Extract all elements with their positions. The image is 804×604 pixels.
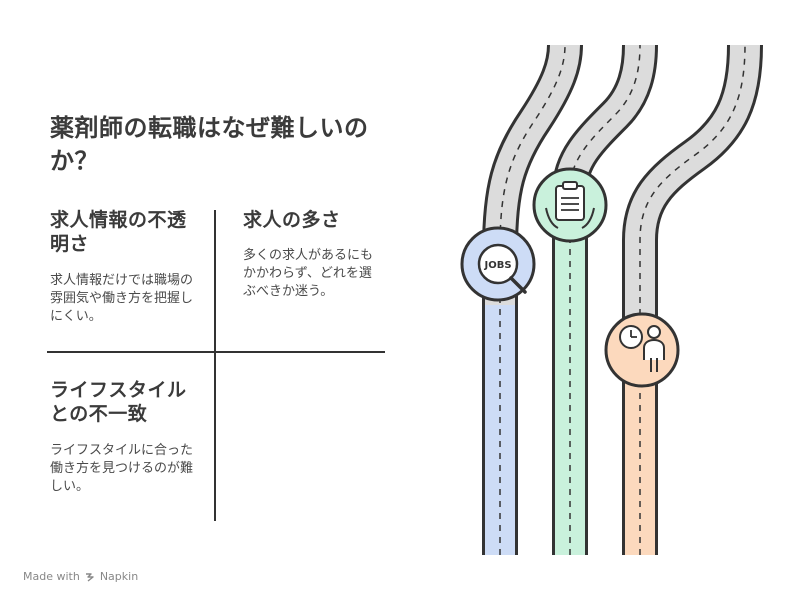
clipboard-hands-icon xyxy=(532,167,608,243)
clock-person-icon xyxy=(604,312,680,388)
road-orange xyxy=(622,44,763,555)
cell-quantity-heading: 求人の多さ xyxy=(243,209,341,231)
footer-brand: Napkin xyxy=(99,570,139,583)
grid-horizontal-divider xyxy=(47,351,385,353)
jobs-search-icon: JOBS xyxy=(460,226,536,302)
cell-opacity-body: 求人情報だけでは職場の雰囲気や働き方を把握しにくい。 xyxy=(50,273,194,324)
cell-lifestyle: ライフスタイルとの不一致 ライフスタイルに合った働き方を見つけるのが難しい。 xyxy=(50,378,200,496)
jobs-label: JOBS xyxy=(483,260,511,271)
footer-made-with: Made with xyxy=(23,570,80,583)
cell-quantity: 求人の多さ 多くの求人があるにもかかわらず、どれを選ぶべきか迷う。 xyxy=(243,208,383,301)
footer-credit: Made with Napkin xyxy=(23,570,138,583)
grid-vertical-divider xyxy=(214,210,216,521)
cell-opacity-heading: 求人情報の不透明さ xyxy=(50,209,187,255)
cell-lifestyle-body: ライフスタイルに合った働き方を見つけるのが難しい。 xyxy=(50,443,194,494)
roads-illustration: JOBS xyxy=(460,44,763,555)
road-blue xyxy=(482,44,583,555)
cell-lifestyle-heading: ライフスタイルとの不一致 xyxy=(50,379,187,425)
page-title: 薬剤師の転職はなぜ難しいのか？ xyxy=(50,114,369,175)
napkin-logo-icon xyxy=(85,572,94,582)
cell-quantity-body: 多くの求人があるにもかかわらず、どれを選ぶべきか迷う。 xyxy=(243,248,374,299)
cell-opacity: 求人情報の不透明さ 求人情報だけでは職場の雰囲気や働き方を把握しにくい。 xyxy=(50,208,200,326)
